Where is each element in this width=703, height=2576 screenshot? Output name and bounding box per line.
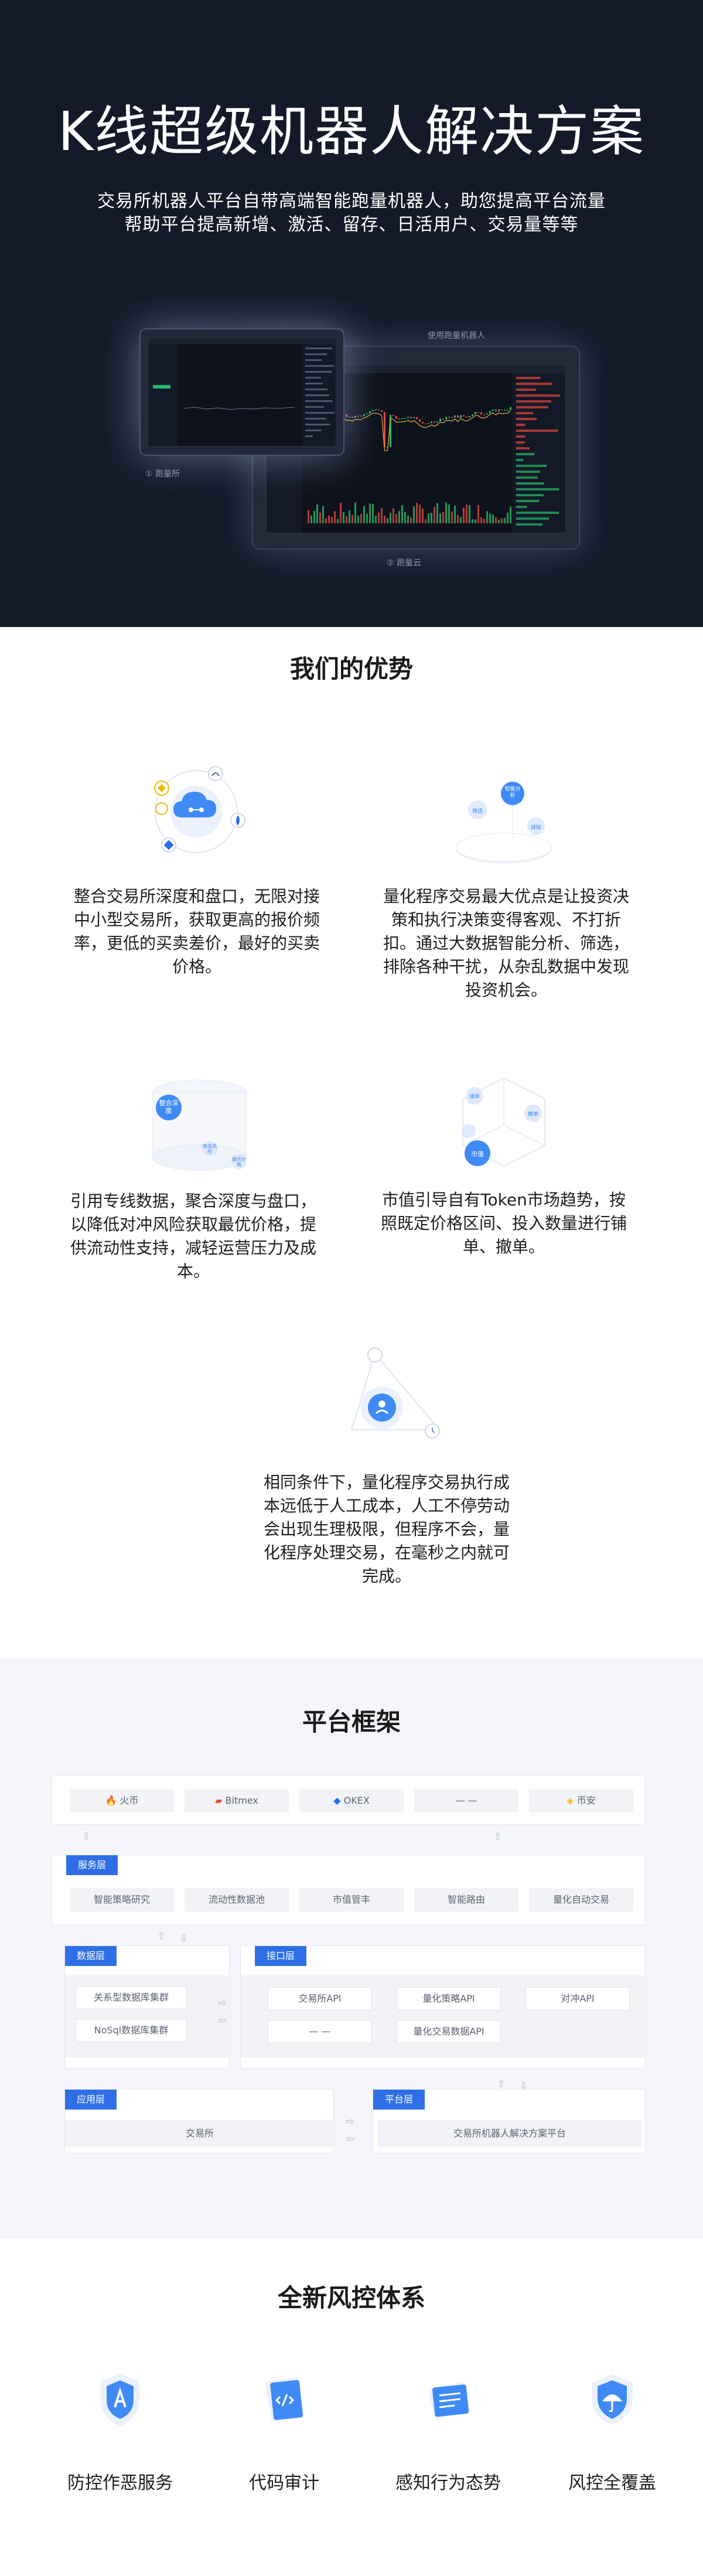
risk-label-code-audit: 代码审计 (249, 2473, 319, 2493)
badge-exclude: 排除 (530, 825, 541, 831)
risk-title: 全新风控体系 (277, 2284, 425, 2312)
exchange-binance: ◈ 币安 (529, 1789, 633, 1812)
exchange-device-label: ① 跑量所 (145, 469, 180, 479)
service-layer-tag: 服务层 (66, 1855, 118, 1875)
advantage-text-3: 引用专线数据，聚合深度与盘口，以降低对冲风险获取最优价格，提供流动性支持，减轻运… (70, 1191, 316, 1281)
trading-screen-small (148, 338, 336, 447)
service-item-routing: 智能路由 (414, 1888, 518, 1911)
api-item-exchange: 交易所API (268, 1987, 372, 2011)
bitmex-icon: ▰ (215, 1795, 223, 1806)
arrow-up-icon: ⇧ (157, 1930, 166, 1943)
service-item-strategy: 智能策略研究 (70, 1888, 174, 1911)
advantage-text-4: 市值引导自有Token市场趋势，按照既定价格区间、投入数量进行铺单、撤单。 (380, 1190, 627, 1256)
advantage-text-5: 相同条件下，量化程序交易执行成本远低于人工成本，人工不停劳动会出现生理极限，但程… (263, 1473, 510, 1586)
robot-device-label: 使用跑量机器人 (428, 331, 485, 340)
badge-place-order: 铺单 (469, 1094, 480, 1100)
api-layer-tag: 接口层 (255, 1946, 307, 1966)
smart-analysis-icon: 智能分析 筛选 排除 (448, 762, 559, 873)
arrow-down-icon: ⇩ (82, 1831, 91, 1843)
exchange-huobi: 🔥 火币 (70, 1789, 174, 1812)
arrow-up-icon: ⇧ (497, 2078, 506, 2090)
framework-title: 平台框架 (302, 1708, 401, 1736)
badge-market-cap: 市值 (471, 1150, 484, 1158)
data-item-nosql: NoSql数据库集群 (76, 2019, 187, 2042)
service-item-liquidity: 流动性数据池 (185, 1888, 289, 1911)
arrow-right-icon: ⇨ (218, 1997, 227, 2009)
hero-subtitle-line1: 交易所机器人平台自带高端智能跑量机器人，助您提高平台流量 (97, 191, 606, 212)
badge-best-price: 最优价格 (232, 1157, 246, 1167)
exchange-device-illustration (139, 328, 344, 456)
service-item-marketcap: 市值管丰 (299, 1888, 404, 1911)
exchange-bitmex: ▰ Bitmex (185, 1789, 289, 1812)
huobi-icon: 🔥 (105, 1795, 117, 1806)
hero-title: K线超级机器人解决方案 (57, 100, 646, 163)
badge-filter: 筛选 (472, 809, 483, 815)
api-item-hedge: 对冲API (525, 1987, 630, 2011)
service-layer-panel: 服务层 智能策略研究 流动性数据池 市值管丰 智能路由 量化自动交易 (52, 1855, 646, 1925)
data-cylinder-icon: 整合深度 降低风险 最优价格 (141, 1066, 258, 1184)
behavior-card-icon (416, 2367, 480, 2432)
exchange-row: 🔥 火币 ▰ Bitmex ◆ OKEX — — ◈ 币安 (52, 1776, 646, 1825)
platform-item-solution: 交易所机器人解决方案平台 (378, 2120, 641, 2147)
badge-reduce-risk: 降低风险 (203, 1144, 217, 1154)
hero-section: K线超级机器人解决方案 交易所机器人平台自带高端智能跑量机器人，助您提高平台流量… (0, 0, 703, 627)
service-item-auto-trade: 量化自动交易 (529, 1888, 633, 1911)
arrow-left-icon: ⇦ (218, 2015, 227, 2027)
shield-a-icon (88, 2367, 152, 2432)
api-item-trade-data: 量化交易数据API (397, 2020, 501, 2043)
umbrella-shield-icon (580, 2367, 644, 2432)
exchange-placeholder: — — (414, 1789, 518, 1812)
advantage-text-2: 量化程序交易最大优点是让投资决策和执行决策变得客观、不打折扣。通过大数据智能分析… (383, 887, 629, 1000)
binance-icon: ◈ (567, 1795, 574, 1806)
code-audit-icon (252, 2367, 316, 2432)
api-item-placeholder: — — (268, 2020, 372, 2043)
cost-triangle-icon (340, 1342, 451, 1453)
data-layer-panel: 数据层 关系型数据库集群 NoSql数据库集群 (64, 1945, 230, 2069)
advantage-text-1: 整合交易所深度和盘口，无限对接中小型交易所，获取更高的报价频率，更低的买卖差价，… (73, 887, 320, 976)
platform-layer-panel: 平台层 交易所机器人解决方案平台 (373, 2089, 646, 2154)
cloud-exchange-icon (141, 756, 252, 867)
hero-subtitle-line2: 帮助平台提高新增、激活、留存、日活用户、交易量等等 (124, 214, 579, 235)
arrow-left-icon: ⇦ (346, 2133, 355, 2145)
risk-label-anti-abuse: 防控作恶服务 (67, 2473, 173, 2493)
okex-icon: ◆ (333, 1795, 341, 1806)
arrow-right-icon: ⇨ (346, 2115, 355, 2128)
cloud-device-label: ② 跑量云 (387, 558, 422, 568)
app-layer-tag: 应用层 (65, 2090, 117, 2110)
risk-label-full-coverage: 风控全覆盖 (568, 2473, 656, 2493)
exchange-okex: ◆ OKEX (299, 1789, 404, 1812)
app-layer-panel: 应用层 交易所 (64, 2089, 335, 2154)
arrow-down-icon: ⇩ (179, 1933, 189, 1945)
advantages-title: 我们的优势 (289, 655, 413, 683)
badge-cancel-order: 撤单 (527, 1112, 538, 1117)
app-item-exchange: 交易所 (65, 2120, 335, 2147)
market-cube-icon: 铺单 撤单 市值 (445, 1066, 562, 1184)
api-layer-panel: 接口层 交易所API 量化策略API 对冲API — — 量化交易数据API (240, 1945, 646, 2069)
badge-smart-analysis: 智能分析 (504, 786, 521, 799)
data-item-relational: 关系型数据库集群 (76, 1986, 187, 2009)
platform-layer-tag: 平台层 (373, 2090, 425, 2110)
exchange-ui-illustration (148, 338, 336, 446)
arrow-up-icon: ⇧ (493, 1831, 503, 1843)
badge-integrate-depth: 整合深度 (159, 1099, 179, 1115)
api-item-strategy: 量化策略API (397, 1987, 501, 2011)
data-layer-tag: 数据层 (65, 1946, 117, 1966)
risk-label-behavior: 感知行为态势 (395, 2473, 501, 2493)
